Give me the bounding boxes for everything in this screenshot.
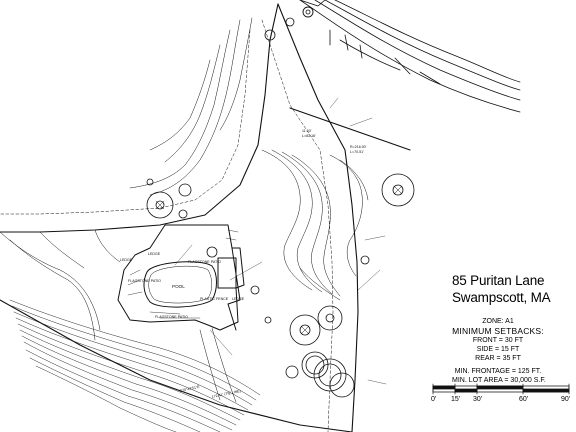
rear-setback: REAR = 35 FT [475, 355, 521, 362]
scale-bar [432, 383, 570, 395]
street-right-of-way [299, 0, 521, 113]
topographic-contours [0, 17, 253, 341]
zoning-district: ZONE: A1 [482, 318, 514, 325]
city-state: Swampscott, MA [452, 290, 551, 305]
steep-slope-contours [9, 299, 261, 432]
min-lot-area: MIN. LOT AREA = 30,000 S.F. [452, 377, 546, 384]
pool-label: POOL [172, 284, 185, 289]
curve-length-label: L=70.51' [350, 150, 364, 154]
ledge-label-3: LEDGE [232, 297, 245, 301]
front-setback: FRONT = 30 FT [472, 337, 524, 344]
flagstone-patio-right-label: FLAGSTONE PATIO [188, 260, 221, 264]
property-boundary [0, 3, 411, 432]
scale-label-60: 60' [519, 396, 529, 403]
house-footprint [117, 224, 245, 331]
street-address: 85 Puritan Lane [452, 273, 545, 288]
plastic-fence-label: PLASTIC FENCE [200, 297, 229, 301]
plan-labels: POOL FLAGSTONE PATIO FLAGSTONE PATIO FLA… [120, 129, 367, 399]
min-frontage: MIN. FRONTAGE = 125 FT. [454, 368, 542, 375]
flagstone-patio-lower-label: FLAGSTONE PATIO [155, 315, 188, 319]
distance-label-2: L=83.16' [302, 134, 316, 138]
curve-radius-label: R=216.00' [350, 145, 367, 149]
patio-lines [127, 229, 239, 319]
tie-line-label: 172.41' (TIE LINE) [211, 389, 241, 399]
distance-label-1: 11.03' [302, 129, 312, 133]
ledge-label-2: LEDGE [120, 258, 133, 262]
scale-label-30: 30' [473, 396, 483, 403]
site-info-block: 85 Puritan Lane Swampscott, MA ZONE: A1 … [452, 272, 576, 385]
scale-label-90: 90' [561, 396, 571, 403]
flagstone-patio-left-label: FLAGSTONE PATIO [128, 279, 161, 283]
setback-lines [0, 19, 334, 432]
driveway-lines [199, 327, 237, 403]
setbacks-heading: MINIMUM SETBACKS: [452, 326, 544, 336]
trees [146, 17, 415, 398]
tree-symbols [155, 185, 403, 335]
contours-east [261, 149, 369, 301]
leader-lines [174, 97, 387, 385]
bearing-label-bottom: S70°43'51"E [179, 385, 200, 393]
scale-label-0: 0' [431, 396, 437, 403]
side-setback: SIDE = 15 FT [476, 346, 520, 353]
scale-label-15: 15' [451, 396, 461, 403]
ledge-label-1: LEDGE [148, 252, 161, 256]
pool-outline [143, 261, 217, 308]
